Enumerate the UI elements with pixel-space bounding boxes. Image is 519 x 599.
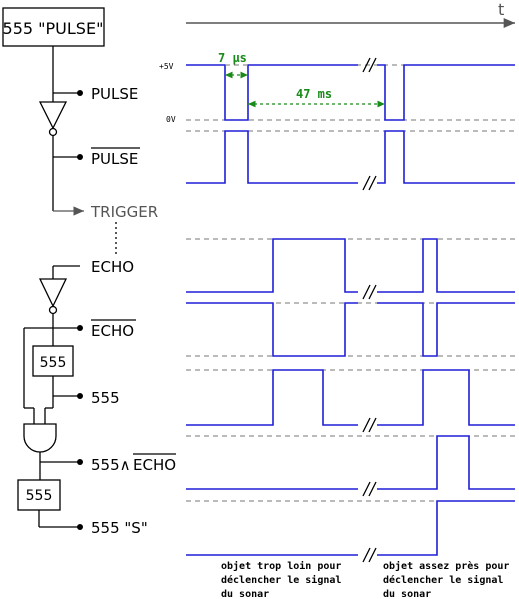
break-mark-pulse-inv [362,175,377,191]
note-left-line-3: du sonar [221,589,269,599]
period-label: 47 ms [296,87,332,101]
title-label: 555 "PULSE" [3,19,104,38]
title-box [2,7,105,47]
circuit: 555 "PULSE" PULSE PULSE TRIGGER ECHO ECH… [2,7,176,537]
break-mark-and [362,481,377,497]
waveform-and [186,435,515,497]
measurement-period: 47 ms [248,87,385,108]
waveform-pulse [186,57,515,121]
break-mark-555 [362,417,377,433]
time-axis: t [186,0,515,29]
break-mark-pulse [362,57,377,73]
timer-555-node [77,393,83,399]
inverter-2-symbol [38,278,68,308]
waveform-555 [186,369,515,433]
and-output-node [77,459,83,465]
break-mark-echo [362,284,377,300]
echo-inv-node [77,325,83,331]
inverter-2-bubble [48,305,58,315]
pulse-inv-label: PULSE [91,150,138,168]
inverter-1-symbol [38,101,68,130]
and-label-prefix: 555∧ [91,456,131,474]
note-right-line-3: du sonar [383,589,431,599]
timer-555-label: 555 [91,389,120,407]
s-output-node [77,524,83,530]
waveform-pulse-inv [186,130,515,191]
note-left: objet trop loin pour déclencher le signa… [221,560,341,599]
pulse-width-label: 7 µs [218,51,247,65]
and-gate-symbol [23,423,57,453]
timer-555-a-label: 555 [40,355,67,371]
pulse-label: PULSE [91,85,138,103]
time-axis-label: t [498,0,504,19]
note-left-line-2: déclencher le signal [221,574,341,586]
break-mark-s [362,547,377,563]
pulse-node [77,90,83,96]
note-right-line-1: objet assez près pour [383,560,509,572]
waveform-echo [186,238,515,300]
note-right: objet assez près pour déclencher le sign… [383,560,509,599]
echo-inv-label: ECHO [91,322,134,340]
trigger-label: TRIGGER [90,203,158,221]
pulse-inv-node [77,154,83,160]
voltage-low-label: 0V [166,115,176,124]
measurement-pulse-width: 7 µs [218,51,248,79]
echo-label: ECHO [91,258,134,276]
waveform-s [186,500,515,563]
and-label-echo: ECHO [133,456,176,474]
note-right-line-2: déclencher le signal [383,574,503,586]
timer-555-b-label: 555 [26,488,53,504]
s-output-label: 555 "S" [91,519,148,537]
waveform-echo-inv [186,302,515,357]
voltage-high-label: +5V [159,62,174,71]
inverter-1-bubble [48,127,58,137]
note-left-line-1: objet trop loin pour [221,560,341,572]
